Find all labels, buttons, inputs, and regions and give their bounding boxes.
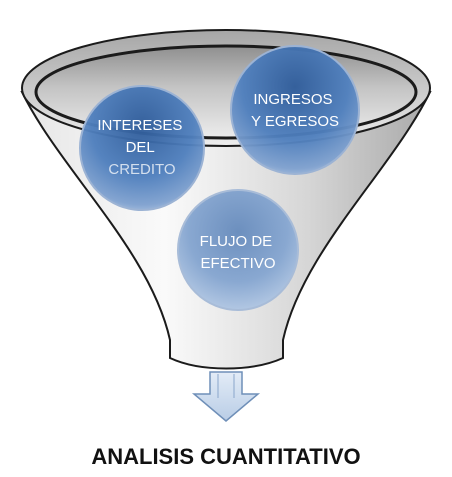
bubble-circle [230, 45, 360, 175]
bubble-circle [79, 85, 205, 211]
bubble-line: INGRESOS [253, 91, 332, 108]
caption: ANALISIS CUANTITATIVO [91, 444, 360, 469]
svg-text:FLUJO DE EFECTIVO: FLUJO DE EFECTIVO [200, 233, 277, 272]
bubble-line: DEL [126, 139, 155, 156]
down-arrow-icon [191, 371, 261, 422]
bubble-line: EFECTIVO [200, 255, 275, 272]
bubble-flujo-de-efectivo: FLUJO DE EFECTIVO [177, 189, 299, 311]
svg-text:INGRESOS Y EGRESOS: INGRESOS Y EGRESOS [251, 91, 339, 130]
bubble-circle [177, 189, 299, 311]
bubble-line: INTERESES [97, 117, 182, 134]
bubble-intereses-del-credito: INTERESES DEL CREDITO [79, 85, 205, 211]
bubble-line: FLUJO DE [200, 233, 273, 250]
bubble-line: Y EGRESOS [251, 113, 339, 130]
bubble-line: CREDITO [108, 161, 175, 178]
bubble-ingresos-y-egresos: INGRESOS Y EGRESOS [230, 45, 360, 175]
svg-text:INTERESES DEL CRED: INTERESES DEL CREDITO [97, 117, 186, 178]
